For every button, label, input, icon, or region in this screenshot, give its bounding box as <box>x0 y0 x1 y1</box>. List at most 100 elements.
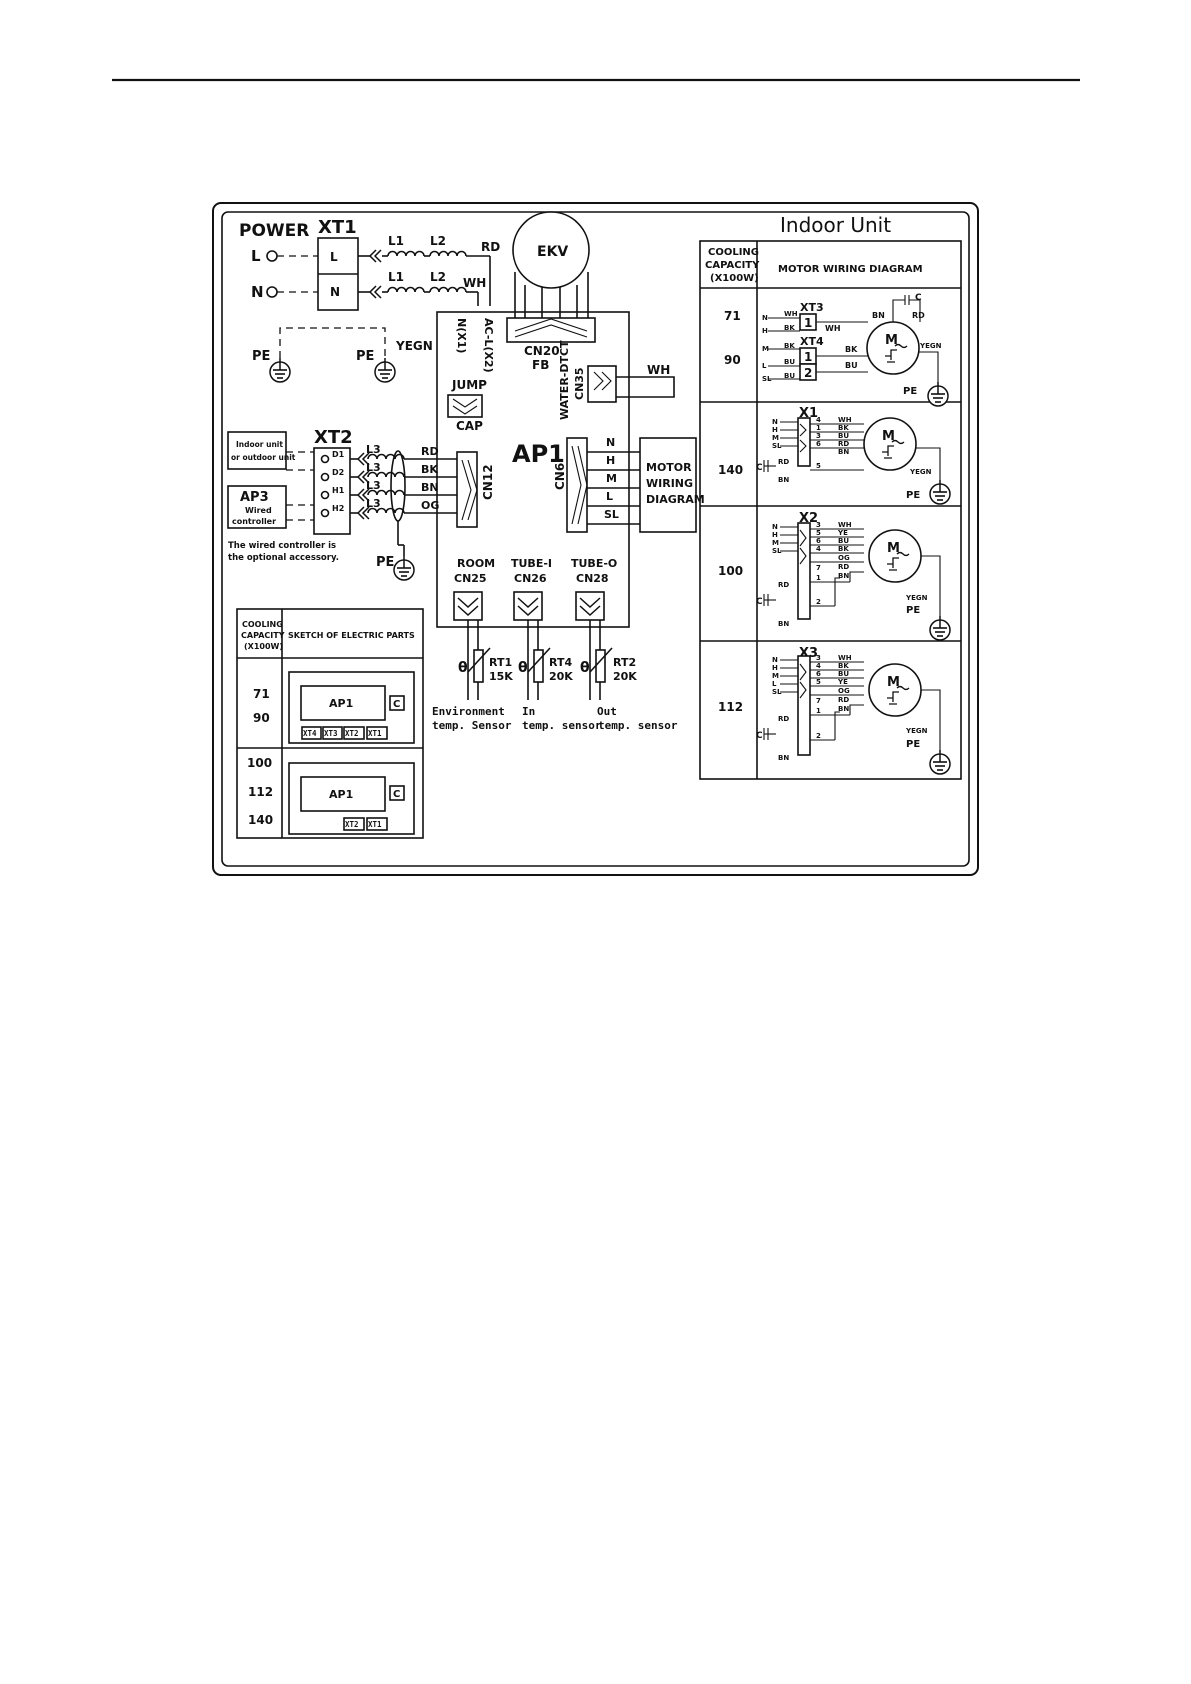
xt2-section: XT2 Indoor unit or outdoor unit AP3 Wire… <box>227 427 457 581</box>
svg-text:(X100W): (X100W) <box>710 273 759 284</box>
svg-text:CN35: CN35 <box>573 367 586 400</box>
svg-text:140: 140 <box>248 813 273 827</box>
svg-text:XT2: XT2 <box>345 729 359 738</box>
svg-text:DIAGRAM: DIAGRAM <box>646 493 705 506</box>
svg-text:TUBE-O: TUBE-O <box>571 557 617 570</box>
svg-text:1: 1 <box>816 424 821 432</box>
svg-text:6: 6 <box>816 537 821 545</box>
svg-text:L: L <box>606 490 613 503</box>
svg-text:Environment: Environment <box>432 705 505 718</box>
svg-text:SL: SL <box>604 508 619 521</box>
svg-text:M: M <box>882 429 895 444</box>
svg-text:or outdoor unit: or outdoor unit <box>231 453 296 462</box>
svg-text:L2: L2 <box>430 234 446 248</box>
svg-text:Out: Out <box>597 705 617 718</box>
svg-text:RT4: RT4 <box>549 656 572 669</box>
svg-text:H: H <box>772 664 778 672</box>
svg-text:5: 5 <box>816 529 821 537</box>
svg-text:1: 1 <box>816 574 821 582</box>
svg-text:SL: SL <box>762 375 772 383</box>
svg-text:H: H <box>606 454 615 467</box>
svg-text:XT4: XT4 <box>303 729 317 738</box>
ekv-valve: EKV CN20 FB <box>506 211 596 372</box>
power-l-terminal <box>266 250 278 262</box>
xt1-label: XT1 <box>318 217 357 238</box>
power-n-label: N <box>251 283 264 301</box>
svg-text:H: H <box>772 531 778 539</box>
svg-text:ROOM: ROOM <box>457 557 495 570</box>
svg-text:M: M <box>772 434 779 442</box>
svg-text:AC-L(X2): AC-L(X2) <box>482 318 495 373</box>
svg-text:PE: PE <box>903 386 917 397</box>
svg-text:L: L <box>772 680 777 688</box>
svg-text:YE: YE <box>837 678 848 686</box>
svg-text:2: 2 <box>804 366 812 380</box>
svg-text:H2: H2 <box>332 504 344 513</box>
svg-text:RD: RD <box>481 240 500 254</box>
xt2-terminal-block <box>313 447 351 535</box>
ap1-label: AP1 <box>512 440 565 468</box>
svg-text:AP1: AP1 <box>329 697 353 710</box>
svg-text:140: 140 <box>718 463 743 477</box>
svg-text:YE: YE <box>837 529 848 537</box>
svg-text:BN: BN <box>838 705 849 713</box>
svg-text:1: 1 <box>816 707 821 715</box>
svg-text:BN: BN <box>778 476 789 484</box>
svg-text:90: 90 <box>724 353 741 367</box>
svg-text:L: L <box>330 250 338 264</box>
svg-text:PE: PE <box>376 555 394 570</box>
svg-text:M: M <box>606 472 617 485</box>
svg-text:N: N <box>772 418 778 426</box>
svg-text:WATER-DTCT: WATER-DTCT <box>558 340 571 420</box>
ekv-coil-icon <box>512 211 590 289</box>
svg-text:100: 100 <box>718 564 743 578</box>
svg-text:4: 4 <box>816 545 821 553</box>
cn20-connector <box>506 317 596 343</box>
svg-text:RD: RD <box>838 696 849 704</box>
ap3-wired-controller-box <box>227 485 287 529</box>
svg-text:θ: θ <box>580 660 590 676</box>
svg-text:M: M <box>885 333 898 348</box>
svg-text:H: H <box>762 327 768 335</box>
svg-text:L1: L1 <box>388 270 404 284</box>
svg-text:SL: SL <box>772 442 782 450</box>
svg-text:temp. Sensor: temp. Sensor <box>432 719 512 732</box>
motor-wiring-box <box>639 437 697 533</box>
svg-text:MOTOR WIRING DIAGRAM: MOTOR WIRING DIAGRAM <box>778 264 923 275</box>
svg-text:BN: BN <box>838 448 849 456</box>
svg-text:OG: OG <box>421 499 439 512</box>
svg-text:WH: WH <box>463 276 486 290</box>
svg-text:YEGN: YEGN <box>395 339 433 353</box>
svg-text:the optional accessory.: the optional accessory. <box>228 553 339 563</box>
svg-text:L: L <box>762 362 767 370</box>
svg-text:100: 100 <box>247 756 272 770</box>
svg-text:temp. sensor: temp. sensor <box>522 719 602 732</box>
svg-text:MOTOR: MOTOR <box>646 461 692 474</box>
svg-text:4: 4 <box>816 416 821 424</box>
svg-text:YEGN: YEGN <box>919 342 942 350</box>
svg-text:The wired controller is: The wired controller is <box>228 541 336 551</box>
svg-text:SL: SL <box>772 688 782 696</box>
svg-text:112: 112 <box>248 785 273 799</box>
svg-text:RD: RD <box>912 311 925 320</box>
svg-text:FB: FB <box>532 358 549 372</box>
sensor-room: ROOM CN25 θ RT1 15K Environment temp. Se… <box>432 557 513 732</box>
rt1-thermistor-icon <box>473 649 484 683</box>
svg-text:6: 6 <box>816 440 821 448</box>
svg-text:D1: D1 <box>332 450 345 459</box>
motor-wiring-table: COOLING CAPACITY (X100W) MOTOR WIRING DI… <box>699 240 962 780</box>
svg-text:RT1: RT1 <box>489 656 512 669</box>
svg-text:20K: 20K <box>549 670 573 683</box>
svg-text:N: N <box>606 436 615 449</box>
svg-text:WIRING: WIRING <box>646 477 693 490</box>
svg-text:(X100W): (X100W) <box>244 642 283 651</box>
svg-text:WH: WH <box>838 654 852 662</box>
svg-text:CN6: CN6 <box>553 463 567 490</box>
svg-text:L3: L3 <box>366 497 381 510</box>
svg-text:RD: RD <box>778 581 789 589</box>
svg-text:M: M <box>772 672 779 680</box>
svg-text:WH: WH <box>838 416 852 424</box>
svg-text:PE: PE <box>252 349 270 364</box>
svg-text:BU: BU <box>845 361 858 370</box>
svg-text:2: 2 <box>816 598 821 606</box>
